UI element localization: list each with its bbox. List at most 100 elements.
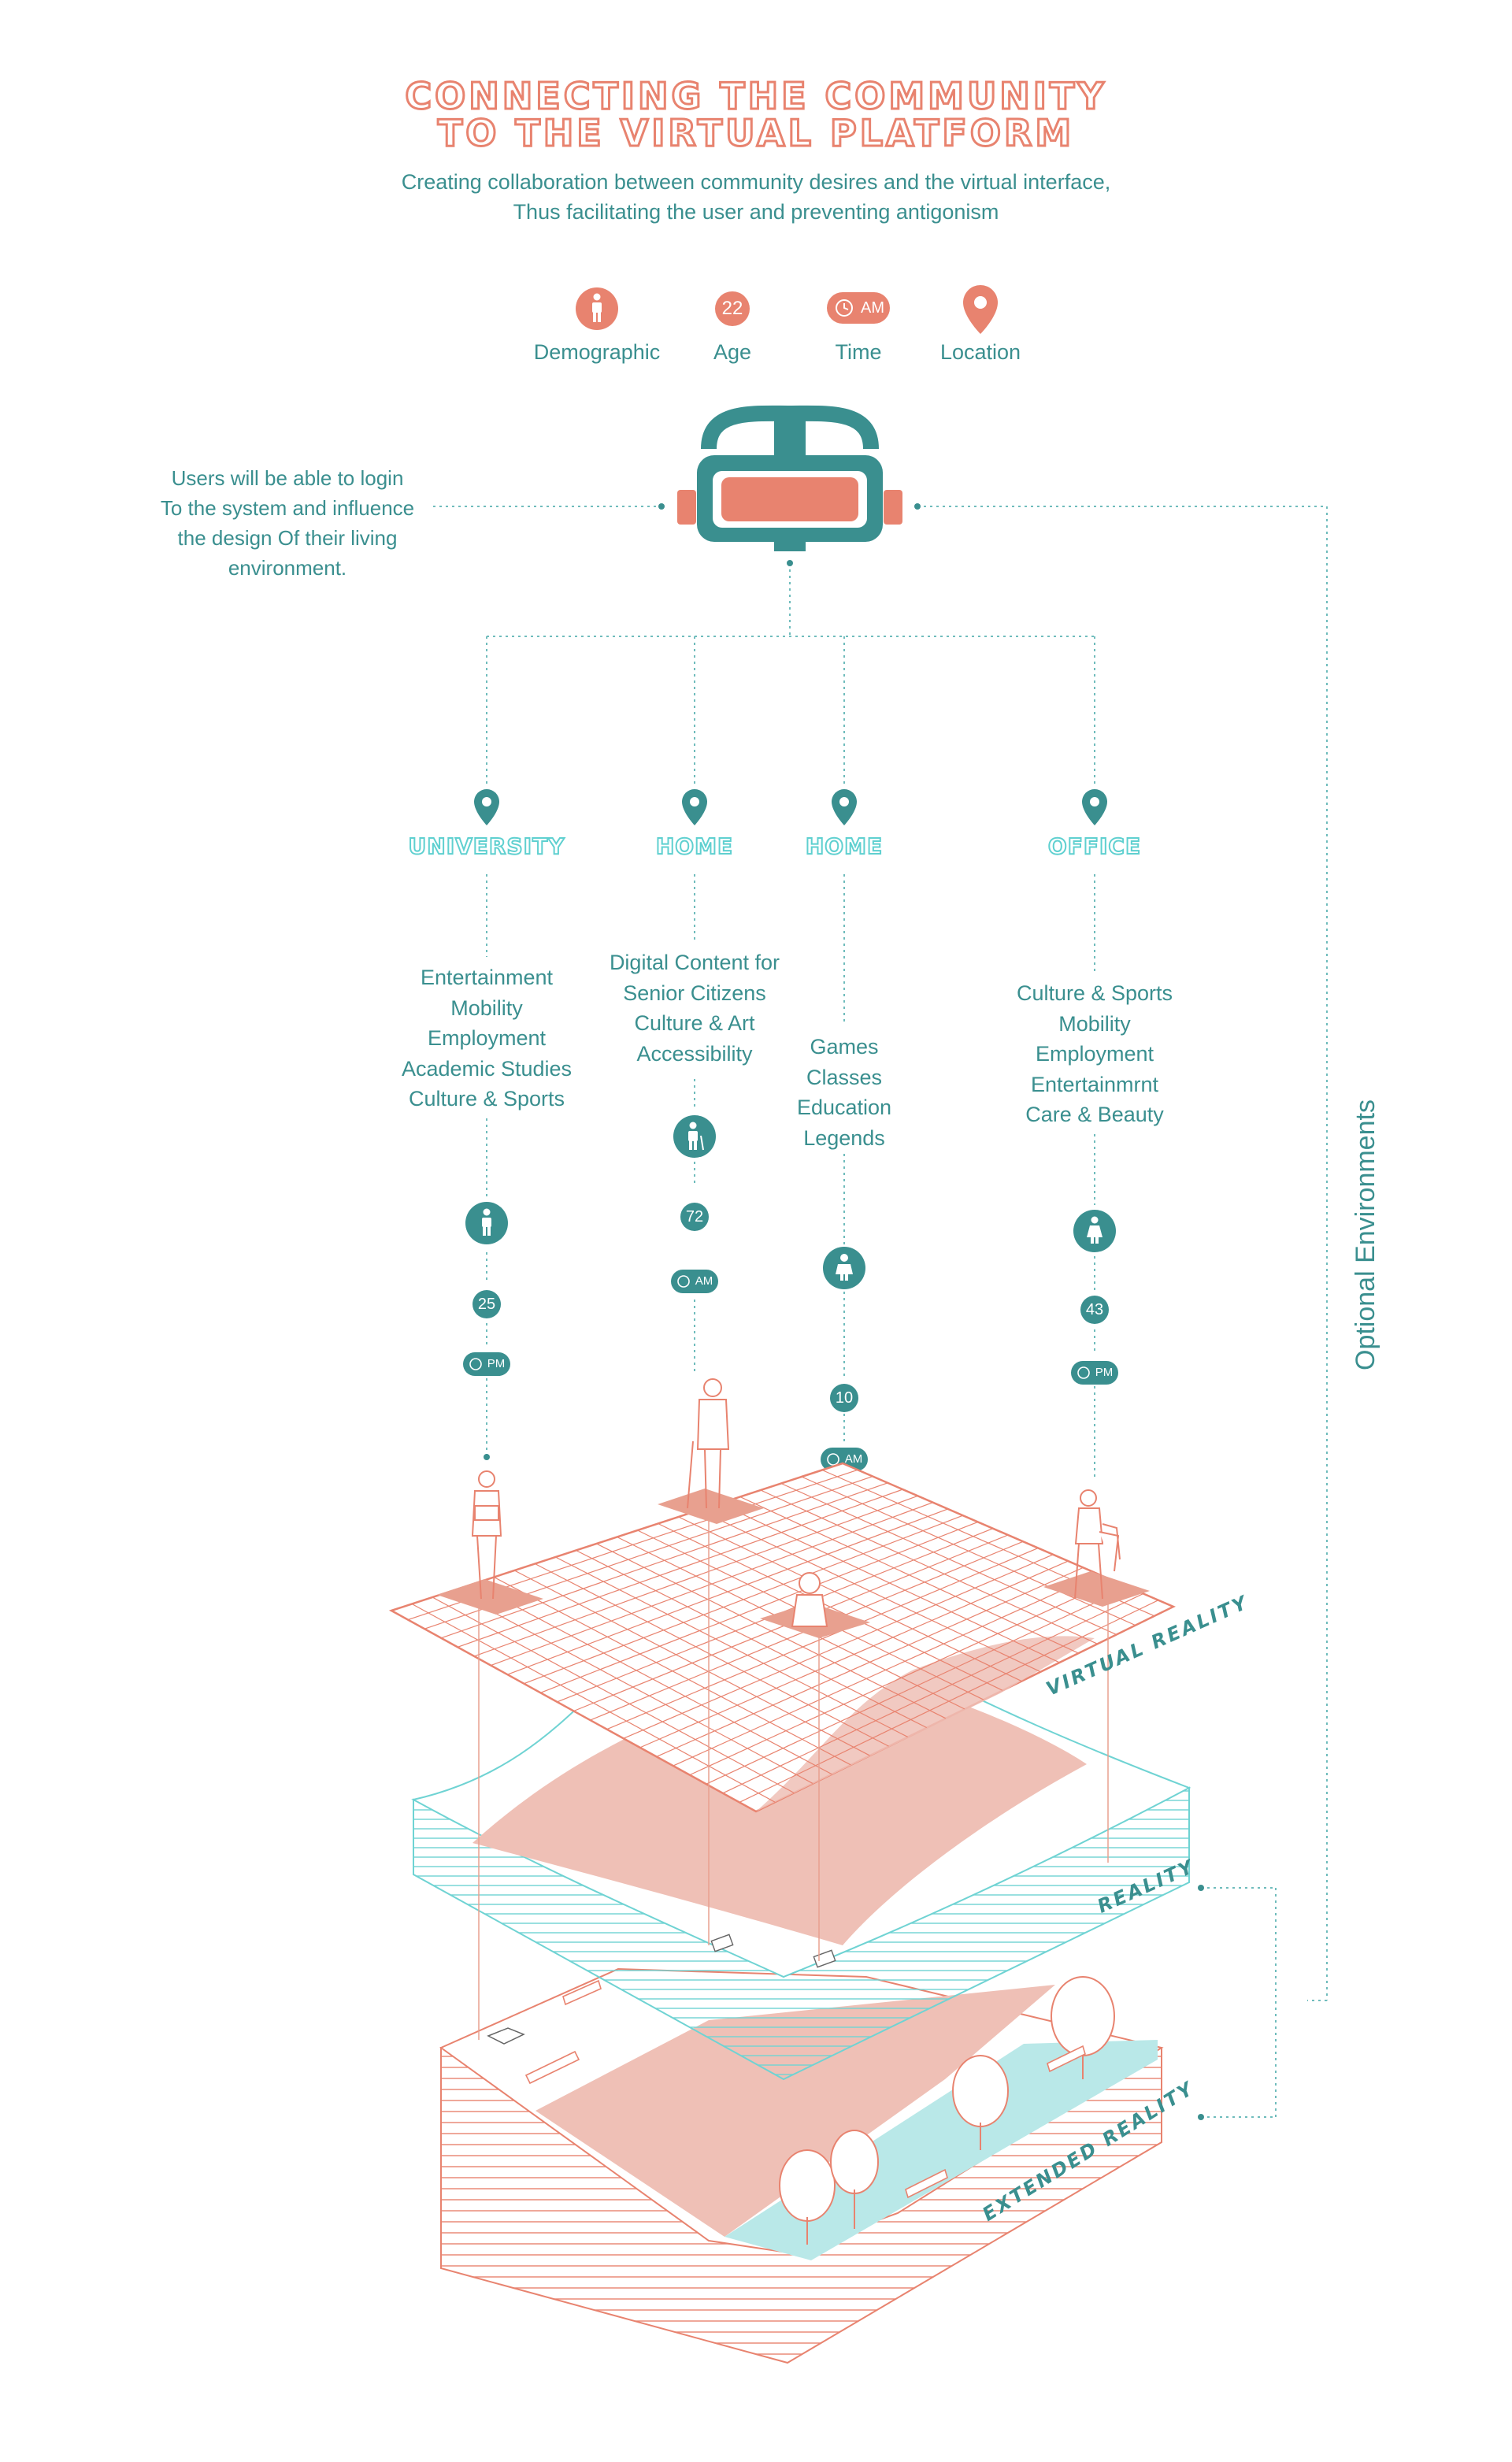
env-list-office: Culture & Sports Mobility Employment Ent…: [976, 978, 1213, 1130]
age-icon: [1080, 1296, 1109, 1324]
age-icon: [830, 1384, 858, 1412]
legend-icons: [576, 285, 998, 334]
time-value-home-1: AM: [695, 1274, 713, 1288]
grid-line: [699, 1509, 1041, 1673]
clock-icon: [671, 1270, 718, 1293]
figure-man: [471, 1470, 502, 1600]
grid-line: [678, 1516, 1022, 1682]
age-icon: [715, 291, 750, 326]
vr-platform-squares: [437, 1489, 1150, 1638]
list-item: Employment: [1035, 1042, 1154, 1066]
grid-line: [722, 1593, 1144, 1794]
legend-label-age: Age: [713, 340, 752, 364]
clock-icon: [463, 1352, 510, 1376]
clock-icon: [827, 292, 890, 324]
figure-child: [791, 1572, 828, 1627]
login-note-line: Users will be able to login: [171, 466, 404, 490]
extended-reality-layer: [439, 1967, 1164, 2364]
list-item: Senior Citizens: [623, 981, 766, 1005]
legend-age-value: 22: [721, 298, 743, 319]
location-pin-icon: [832, 789, 857, 825]
grid-line: [658, 1522, 1003, 1691]
env-title-home-2: Home: [805, 832, 884, 860]
list-item: Digital Content for: [609, 951, 780, 974]
subtitle-line1: Creating collaboration between community…: [401, 170, 1111, 194]
list-item: Culture & Sports: [408, 1087, 565, 1110]
list-item: Academic Studies: [401, 1056, 573, 1081]
figure-woman: [1074, 1489, 1121, 1600]
legend-time-value: AM: [861, 299, 884, 317]
side-label-optional-environments: Optional Environments: [1351, 1099, 1380, 1370]
login-note-line: To the system and influence: [160, 496, 415, 520]
env-title-office: Office: [1047, 832, 1142, 860]
age-icon: [680, 1203, 709, 1231]
age-icon: [472, 1290, 501, 1318]
location-pin-icon: [682, 789, 707, 825]
login-note-line: the design Of their living: [177, 526, 398, 550]
tree-icons: [779, 1976, 1115, 2245]
env-list-university: Entertainment Mobility Employment Academ…: [369, 962, 605, 1114]
env-title-home-1: Home: [655, 832, 734, 860]
child-icon: [823, 1247, 865, 1289]
woman-icon: [1073, 1210, 1116, 1252]
env-list-home-2: Games Classes Education Legends: [765, 1032, 923, 1153]
page-title-line1: Connecting the community: [404, 74, 1107, 119]
list-item: Mobility: [1058, 1011, 1131, 1036]
grid-line: [656, 1567, 1084, 1758]
grid-line: [801, 1476, 1136, 1626]
list-item: Education: [796, 1096, 892, 1119]
time-value-university: PM: [487, 1357, 506, 1370]
list-item: Care & Beauty: [1025, 1103, 1164, 1126]
grid-line: [639, 1560, 1069, 1748]
subtitle-line2: Thus facilitating the user and preventin…: [513, 200, 999, 224]
grid-line: [780, 1482, 1117, 1636]
location-pin-icon: [963, 285, 998, 334]
list-item: Culture & Sports: [1016, 981, 1173, 1005]
grid-line: [719, 1503, 1060, 1663]
age-value-office: 43: [1085, 1301, 1104, 1318]
list-item: Employment: [427, 1026, 547, 1050]
legend-label-time: Time: [835, 340, 882, 364]
figure-elderly: [687, 1378, 730, 1509]
grid-line: [739, 1600, 1159, 1803]
bench-icons: [524, 1979, 1086, 2199]
legend-label-demographic: Demographic: [533, 340, 661, 364]
list-item: Culture & Art: [634, 1011, 755, 1035]
list-item: Games: [810, 1035, 879, 1059]
grid-line: [706, 1586, 1128, 1785]
elderly-icon: [673, 1115, 716, 1158]
list-item: Mobility: [450, 996, 523, 1020]
grid-line: [673, 1574, 1099, 1767]
list-item: Legends: [803, 1125, 885, 1150]
profile-icons: [463, 1115, 1118, 1471]
virtual-reality-layer: [388, 1378, 1176, 2040]
grid-line: [606, 1547, 1039, 1730]
vr-headset-icon: [677, 405, 902, 551]
location-pin-icon: [1082, 789, 1107, 825]
list-item: Entertainment: [420, 966, 554, 989]
list-item: Entertainmrnt: [1030, 1072, 1159, 1096]
login-note-line: environment.: [228, 556, 347, 580]
list-item: Classes: [806, 1065, 883, 1089]
time-value-home-2: AM: [844, 1452, 863, 1466]
age-value-home-2: 10: [835, 1389, 854, 1407]
login-note: Users will be able to login To the syste…: [134, 463, 441, 583]
man-icon: [465, 1202, 508, 1244]
age-value-university: 25: [477, 1296, 496, 1313]
environment-pins: [474, 789, 1107, 825]
env-list-home-1: Digital Content for Senior Citizens Cult…: [576, 947, 813, 1069]
list-item: Accessibility: [636, 1041, 753, 1066]
person-icon: [576, 287, 618, 330]
grid-line: [739, 1496, 1079, 1654]
clock-icon: [1071, 1361, 1118, 1385]
grid-line: [623, 1554, 1054, 1739]
env-title-university: University: [408, 832, 565, 860]
legend-label-location: Location: [939, 340, 1021, 364]
time-value-office: PM: [1095, 1366, 1114, 1379]
page-title-line2: to the virtual platform: [436, 111, 1075, 156]
grid-line: [689, 1580, 1114, 1776]
age-value-home-1: 72: [685, 1208, 704, 1225]
clock-icon: [821, 1448, 868, 1471]
